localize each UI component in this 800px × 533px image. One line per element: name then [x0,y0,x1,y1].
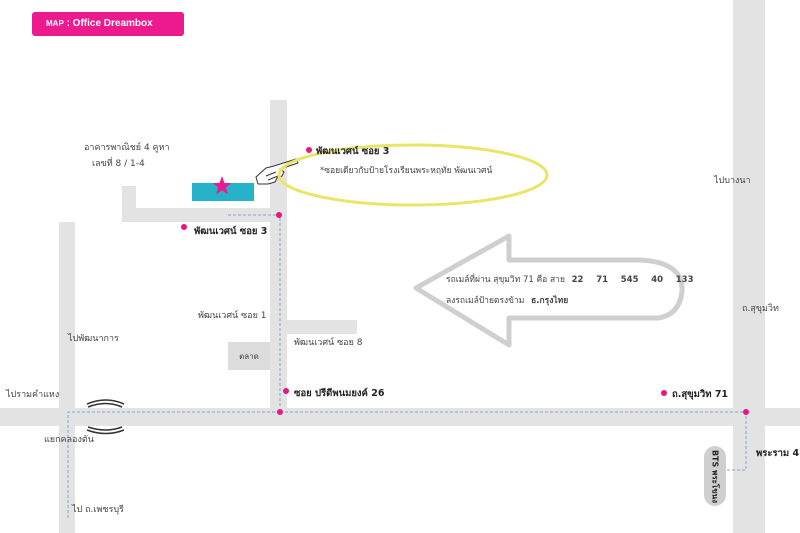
star-icon [212,176,232,195]
office-building [192,183,254,201]
left-arrow-icon [413,233,685,348]
sukhumvit71-marker [661,390,667,396]
phatthanawet-road [270,100,287,408]
map-title-badge: MAP : Office Dreambox [32,12,184,36]
soi8-label: พัฒนเวศน์ ซอย 8 [294,338,363,348]
bus-route: 22 [571,275,584,285]
bts-label: BTS พระโขนง [710,449,720,504]
bus-stop-note: ลงรถเมล์ป้ายตรงข้าม [446,296,525,306]
bus-route: 71 [596,275,609,285]
bus-route: 40 [651,275,664,285]
market-label: ตลาด [239,352,259,361]
pridi-label: ซอย ปรีดีพนมยงค์ 26 [294,388,385,399]
soi3-callout-marker [306,147,312,153]
soi3-road [135,208,270,222]
rama4-junction-marker [743,409,749,415]
soi3-street-marker [181,224,187,230]
to-phatthanakan-label: ไปพัฒนาการ [68,334,119,344]
soi1-label: พัฒนเวศน์ ซอย 1 [198,311,267,321]
title-separator: : [63,18,73,29]
rama4-road [733,0,765,533]
bank-label: ธ.กรุงไทย [531,296,569,306]
sukhumvit-label: ถ.สุขุมวิท [742,304,779,314]
market-block: ตลาด [228,342,270,370]
soi8-road [287,320,357,334]
building-label-line2: เลขที่ 8 / 1-4 [92,159,145,169]
soi3-stub [122,186,136,222]
school-note: *ซอยเดียวกับป้ายโรงเรียนพระหฤทัย พัฒนเวศ… [320,166,493,176]
sukhumvit-road [0,408,800,426]
building-label-line1: อาคารพาณิชย์ 4 คูหา [84,143,170,153]
canal-bridge [86,399,125,435]
sukhumvit71-label: ถ.สุขุมวิท 71 [672,389,729,400]
highlight-ellipse [277,143,549,207]
pridi-junction-marker [277,409,283,415]
bus-route: 545 [620,275,639,285]
to-ramkhamhaeng-label: ไปรามคำแหง [6,390,60,400]
to-bangna-label: ไปบางนา [714,176,751,186]
to-phetchaburi-label: ไป ถ.เพชรบุรี [72,505,124,515]
bus-info-line2: ลงรถเมล์ป้ายตรงข้าม ธ.กรุงไทย [446,293,568,307]
soi3-street-label: พัฒนเวศน์ ซอย 3 [194,226,268,237]
bts-station: BTS พระโขนง [704,446,726,506]
soi3-callout-label: พัฒนเวศน์ ซอย 3 [316,146,390,157]
soi3-junction-marker [276,212,282,218]
pridi-marker [283,388,289,394]
phetchaburi-road [59,426,75,533]
phatthanakan-road [59,222,75,408]
rama4-label: พระราม 4 [756,448,800,459]
map-title: Office Dreambox [72,18,153,29]
bus-route: 133 [675,275,694,285]
khlong-tan-label: แยกคลองตัน [44,435,94,445]
bus-info-line1: รถเมล์ที่ผ่าน สุขุมวิท 71 คือ สาย 22 71 … [446,272,693,286]
map-label: MAP [46,19,64,28]
bus-intro: รถเมล์ที่ผ่าน สุขุมวิท 71 คือ สาย [446,275,565,285]
